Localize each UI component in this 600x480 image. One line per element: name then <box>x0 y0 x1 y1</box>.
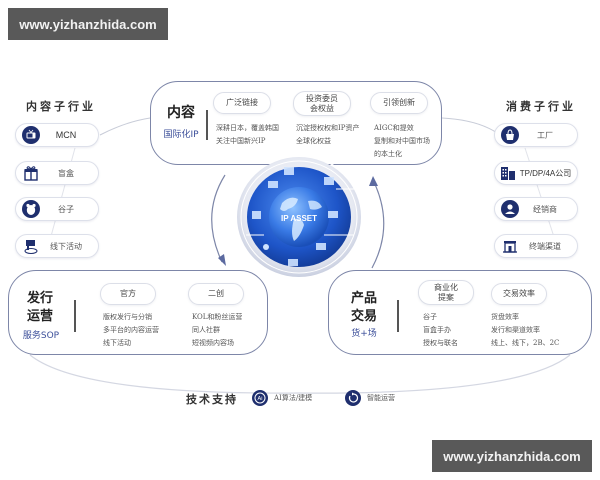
content-box-subheading: 国际化IP <box>163 130 199 140</box>
tag-broad-link: 广泛链接 <box>213 92 271 114</box>
content-col-2: 沉淀授权权和IP资产 全球化权益 <box>296 124 360 145</box>
tag-derivative: 二创 <box>188 283 244 305</box>
tag-official: 官方 <box>100 283 156 305</box>
left-item-label: 谷子 <box>58 204 74 214</box>
left-panel-title: 内容子行业 <box>26 100 96 113</box>
left-item-offline-event[interactable]: 线下活动 <box>15 234 99 258</box>
watermark-bottom: www.yizhanzhida.com <box>432 440 592 472</box>
store-icon <box>501 237 519 255</box>
ops-box-subheading: 服务SOP <box>22 331 60 341</box>
tag-lead-innovation: 引领创新 <box>370 92 428 114</box>
tech-item-ai: Ai AI算法/建模 <box>252 390 312 406</box>
tv-icon <box>22 126 40 144</box>
ai-icon: Ai <box>252 390 268 406</box>
bag-icon <box>501 126 519 144</box>
svg-text:Ai: Ai <box>258 396 263 402</box>
right-item-agency[interactable]: TP/DP/4A公司 <box>494 161 578 185</box>
tag-commercial-proposal: 商业化 提案 <box>418 280 474 305</box>
person-icon <box>501 200 519 218</box>
ops-box-heading: 发行 运营 <box>26 291 53 324</box>
left-item-mcn[interactable]: MCN <box>15 123 99 147</box>
tech-item-smart-ops: 智能运营 <box>345 390 395 406</box>
right-item-factory[interactable]: 工厂 <box>494 123 578 147</box>
trade-col-1: 谷子 盲盒手办 授权与联名 <box>423 313 458 347</box>
right-panel-title: 消费子行业 <box>506 100 576 113</box>
cycle-icon <box>345 390 361 406</box>
event-icon <box>22 237 40 255</box>
divider <box>74 300 76 332</box>
content-col-3: AIGC和提效 复制和对中国市场 的本土化 <box>374 124 430 158</box>
right-item-terminal[interactable]: 终端渠道 <box>494 234 578 258</box>
left-item-guzi[interactable]: 谷子 <box>15 197 99 221</box>
svg-text:IP ASSET: IP ASSET <box>281 214 317 223</box>
right-item-distributor[interactable]: 经销商 <box>494 197 578 221</box>
content-box-heading: 内容 <box>167 105 195 121</box>
content-col-1: 深耕日本，覆盖韩国 关注中国新兴IP <box>216 124 279 145</box>
trade-box-heading: 产品 交易 <box>350 291 377 324</box>
divider <box>206 110 208 140</box>
left-item-label: 线下活动 <box>50 241 82 251</box>
right-item-label: TP/DP/4A公司 <box>519 168 572 178</box>
trade-col-2: 货盘效率 发行和渠道效率 线上、线下，2B、2C <box>491 313 560 347</box>
right-item-label: 终端渠道 <box>529 241 561 251</box>
watermark-top: www.yizhanzhida.com <box>8 8 168 40</box>
left-item-blindbox[interactable]: 盲盒 <box>15 161 99 185</box>
left-item-label: MCN <box>55 130 77 140</box>
ops-col-2: KOL和粉丝运营 同人社群 短视频内容场 <box>192 313 243 347</box>
tech-support-title: 技术支持 <box>186 393 238 406</box>
trade-box-subheading: 货+场 <box>351 329 377 339</box>
right-item-label: 经销商 <box>533 204 557 214</box>
left-item-label: 盲盒 <box>58 168 74 178</box>
tag-trade-efficiency: 交易效率 <box>491 283 547 305</box>
right-item-label: 工厂 <box>537 130 553 140</box>
building-icon <box>499 164 517 182</box>
divider <box>397 300 399 332</box>
ops-col-1: 版权发行与分销 多平台的内容运营 线下活动 <box>103 313 159 347</box>
ip-asset-globe: IP ASSET <box>224 155 374 280</box>
tag-investment-committee: 投资委员 会权益 <box>293 91 351 116</box>
gift-icon <box>22 164 40 182</box>
bear-icon <box>22 200 40 218</box>
